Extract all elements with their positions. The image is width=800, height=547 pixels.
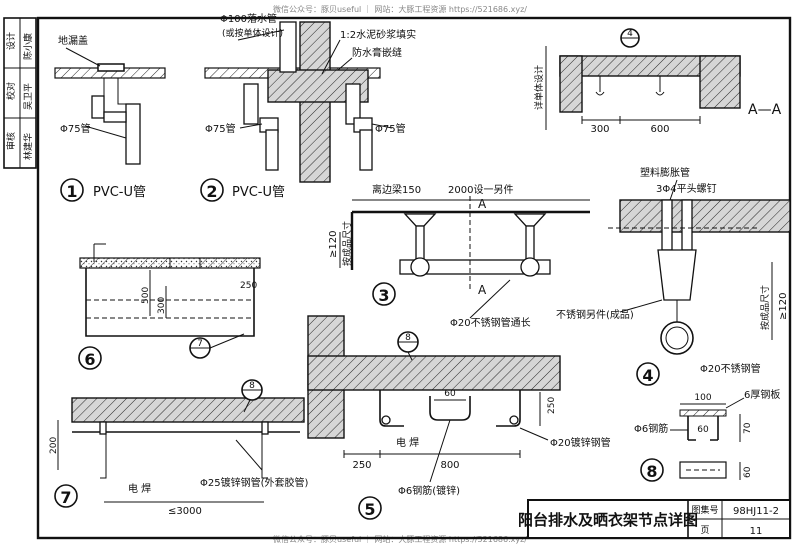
d4-screw-label: 3Φ4平头螺钉 [656, 183, 717, 195]
d6-dim-250: 250 [240, 281, 257, 291]
d7-dim-200: 200 [49, 437, 59, 454]
sheet-frame [36, 16, 792, 540]
d8-dim-70: 70 [743, 422, 753, 434]
d8-dim-60: 60 [697, 425, 709, 435]
d6-dim-300: 300 [157, 297, 167, 314]
aa-dim-600: 600 [650, 124, 669, 135]
d2-pipe-left-label: Φ75管 [205, 122, 236, 135]
sign-name-3: 陈小康 [22, 33, 34, 60]
d5-dim-60: 60 [444, 389, 456, 399]
atlas-label: 图集号 [691, 504, 718, 516]
title-block: 阳台排水及晒衣架节点详图 图集号 98HJ11-2 页 11 [518, 499, 791, 539]
d5-dim-800: 800 [440, 460, 459, 471]
d4-pipe-label: Φ20不锈钢管 [700, 362, 761, 375]
sign-name-2: 吴卫平 [23, 83, 34, 110]
sign-name-1: 林建华 [22, 133, 34, 160]
section-a-a: 详单体设计 300 600 4 A—A [533, 28, 782, 135]
detail-6: 500 300 250 7 6 [78, 243, 261, 370]
detail-4: 塑料膨胀管 3Φ4平头螺钉 不锈钢另件(成品) ≥120 按成品尺寸 Φ20不锈… [556, 166, 791, 386]
d3-top-dim-right: 2000设一另件 [448, 184, 513, 196]
d1-pipe-label: Φ75管 [60, 122, 91, 135]
d8-dim-60-bottom: 60 [743, 466, 753, 478]
d5-ref: 8 [405, 333, 411, 343]
d8-rebar: Φ6钢筋 [634, 422, 668, 435]
d2-down-pipe-label: Φ100落水管 [220, 12, 277, 25]
d5-dim-250-right: 250 [547, 397, 557, 414]
d1-caption: PVC-U管 [93, 185, 146, 200]
d3-pipe-note: Φ20不锈钢管通长 [450, 316, 531, 329]
d2-mortar-label: 1:2水泥砂浆填实 [340, 28, 416, 41]
d8-number: 8 [646, 462, 657, 481]
sign-row-3: 设计 [5, 32, 17, 50]
d1-number: 1 [66, 182, 77, 201]
page-number: 11 [750, 526, 763, 537]
detail-1: 地漏盖 Φ75管 1 PVC-U管 [54, 34, 166, 202]
d7-weld: 电 焊 [128, 482, 151, 495]
sign-row-1: 审核 [5, 132, 17, 150]
d7-pipe: Φ25镀锌钢管(外套胶管) [200, 476, 308, 489]
detail-8: 100 60 70 6厚钢板 Φ6钢筋 60 8 [634, 388, 780, 482]
d3-dim-120: ≥120 [328, 231, 339, 258]
sign-row-2: 校对 [5, 82, 17, 100]
detail-5: 8 60 250 电 焊 250 800 Φ20镀锌钢管 Φ6钢筋(镀锌) 5 [307, 315, 611, 520]
aa-label: A—A [748, 102, 782, 118]
aa-side-text: 详单体设计 [533, 65, 545, 110]
page-label: 页 [700, 525, 709, 536]
d3-cut-top: A [478, 197, 487, 211]
d6-dim-500: 500 [141, 287, 151, 304]
d2-down-pipe-note: (或按单体设计) [222, 27, 283, 39]
d7-ref: 8 [249, 381, 255, 391]
d7-number: 7 [60, 488, 71, 507]
d6-number: 6 [84, 350, 95, 369]
d6-ref: 7 [197, 339, 203, 349]
d5-number: 5 [364, 500, 375, 519]
detail-7: 8 200 电 焊 Φ25镀锌钢管(外套胶管) ≤3000 7 [49, 379, 308, 517]
d8-plate: 6厚钢板 [744, 388, 780, 401]
sheet-title: 阳台排水及晒衣架节点详图 [518, 511, 698, 529]
d7-dim-3000: ≤3000 [168, 506, 202, 517]
d5-dim-250-left: 250 [352, 460, 371, 471]
d1-floor-drain-label: 地漏盖 [58, 34, 88, 47]
aa-dim-300: 300 [590, 124, 609, 135]
d5-rebar: Φ6钢筋(镀锌) [398, 484, 460, 497]
d2-caption: PVC-U管 [232, 185, 285, 200]
d2-number: 2 [206, 182, 217, 201]
watermark-top: 微信公众号：豚贝useful ｜ 网站：大豚工程资源 https://52168… [273, 4, 527, 14]
d2-pipe-right-label: Φ75管 [375, 122, 406, 135]
d5-weld: 电 焊 [396, 436, 419, 449]
d8-dim-100: 100 [694, 393, 711, 403]
d2-waterproof-label: 防水膏嵌缝 [352, 46, 402, 59]
aa-ref: 4 [627, 29, 633, 39]
d3-number: 3 [378, 286, 389, 305]
detail-3: 离边梁150 2000设一另件 ≥120 按成品尺寸 A A 3 Φ20不锈钢管… [328, 183, 590, 329]
atlas-number: 98HJ11-2 [733, 506, 779, 517]
d3-top-dim-left: 离边梁150 [372, 183, 421, 196]
detail-2: Φ100落水管 (或按单体设计) 1:2水泥砂浆填实 防水膏嵌缝 Φ75管 Φ7… [200, 12, 416, 202]
d4-dim-120: ≥120 [778, 293, 789, 320]
d5-galv-pipe: Φ20镀锌钢管 [550, 436, 611, 449]
d4-anchor-label: 塑料膨胀管 [640, 166, 690, 179]
d4-fitting-label: 不锈钢另件(成品) [556, 308, 634, 321]
d3-cut-bottom: A [478, 283, 487, 297]
d4-side-text: 按成品尺寸 [759, 285, 771, 330]
d3-side-text: 按成品尺寸 [341, 221, 353, 266]
signature-side-block: 审核 校对 设计 林建华 吴卫平 陈小康 [3, 17, 37, 169]
d4-number: 4 [642, 366, 653, 385]
